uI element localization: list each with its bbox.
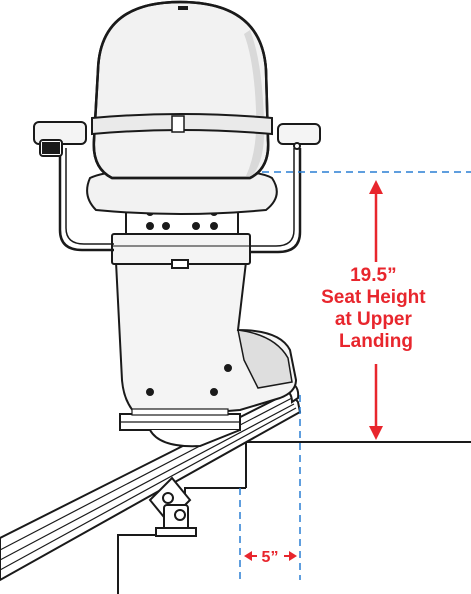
svg-text:19.5” Seat Height: 19.5” Seat Height at Upper Landing [321,265,431,352]
rail-support [148,476,197,537]
seat-height-label-line2: at Upper [335,309,413,330]
armrests [58,148,302,254]
carriage-housing [114,261,298,448]
seat-back [91,0,273,180]
rail [0,378,302,582]
seat-height-arrow-down-icon [369,426,383,440]
seat-mount [111,207,251,269]
overhang-arrow-right-icon [289,551,297,561]
rail-body [0,390,302,582]
belt-buckle [171,115,185,133]
right-armrest-pad [277,123,321,145]
overhang-value: 5” [262,549,279,566]
seat-height-value: 19.5” [350,265,396,286]
seat-height-arrow-up-icon [369,180,383,194]
stair-step-bottom [117,534,160,594]
armrest-pads [33,121,321,157]
seat-height-dimension: 19.5” Seat Height at Upper Landing [262,171,471,440]
seat-height-label-line1: Seat Height [321,287,426,308]
overhang-arrow-left-icon [244,551,252,561]
stair-step-lower [184,487,246,495]
upper-landing-edge [245,441,471,488]
overhang-dimension: 5” [239,395,301,580]
seat-height-label-line3: Landing [339,331,413,352]
